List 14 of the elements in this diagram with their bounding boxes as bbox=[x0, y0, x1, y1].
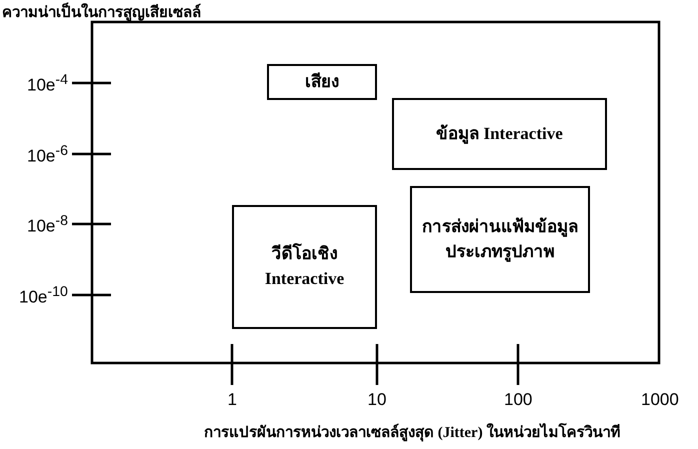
category-box: เสียง bbox=[267, 64, 377, 100]
tick-label: 1 bbox=[228, 390, 237, 410]
tick-label: 100 bbox=[504, 390, 532, 410]
category-box: ข้อมูล Interactive bbox=[392, 98, 607, 170]
tick-label: 1000 bbox=[641, 390, 679, 410]
tick-label: 10e$^{-4}$ bbox=[27, 72, 68, 96]
category-box: วีดีโอเชิง Interactive bbox=[232, 205, 377, 329]
category-box: การส่งผ่านแฟ้มข้อมูลประเภทรูปภาพ bbox=[410, 186, 590, 293]
tick-label: 10e$^{-10}$ bbox=[19, 284, 68, 308]
axis-title: ความน่าเป็นในการสูญเสียเซลล์ bbox=[2, 0, 201, 24]
tick-label: 10e$^{-6}$ bbox=[27, 143, 68, 167]
tick-label: 10 bbox=[368, 390, 386, 410]
tick-label: 10e$^{-8}$ bbox=[27, 213, 68, 237]
axis-title: การแปรผันการหน่วงเวลาเซลล์สูงสุด (Jitter) ในหน่วยไมโครวินาที bbox=[204, 422, 620, 444]
